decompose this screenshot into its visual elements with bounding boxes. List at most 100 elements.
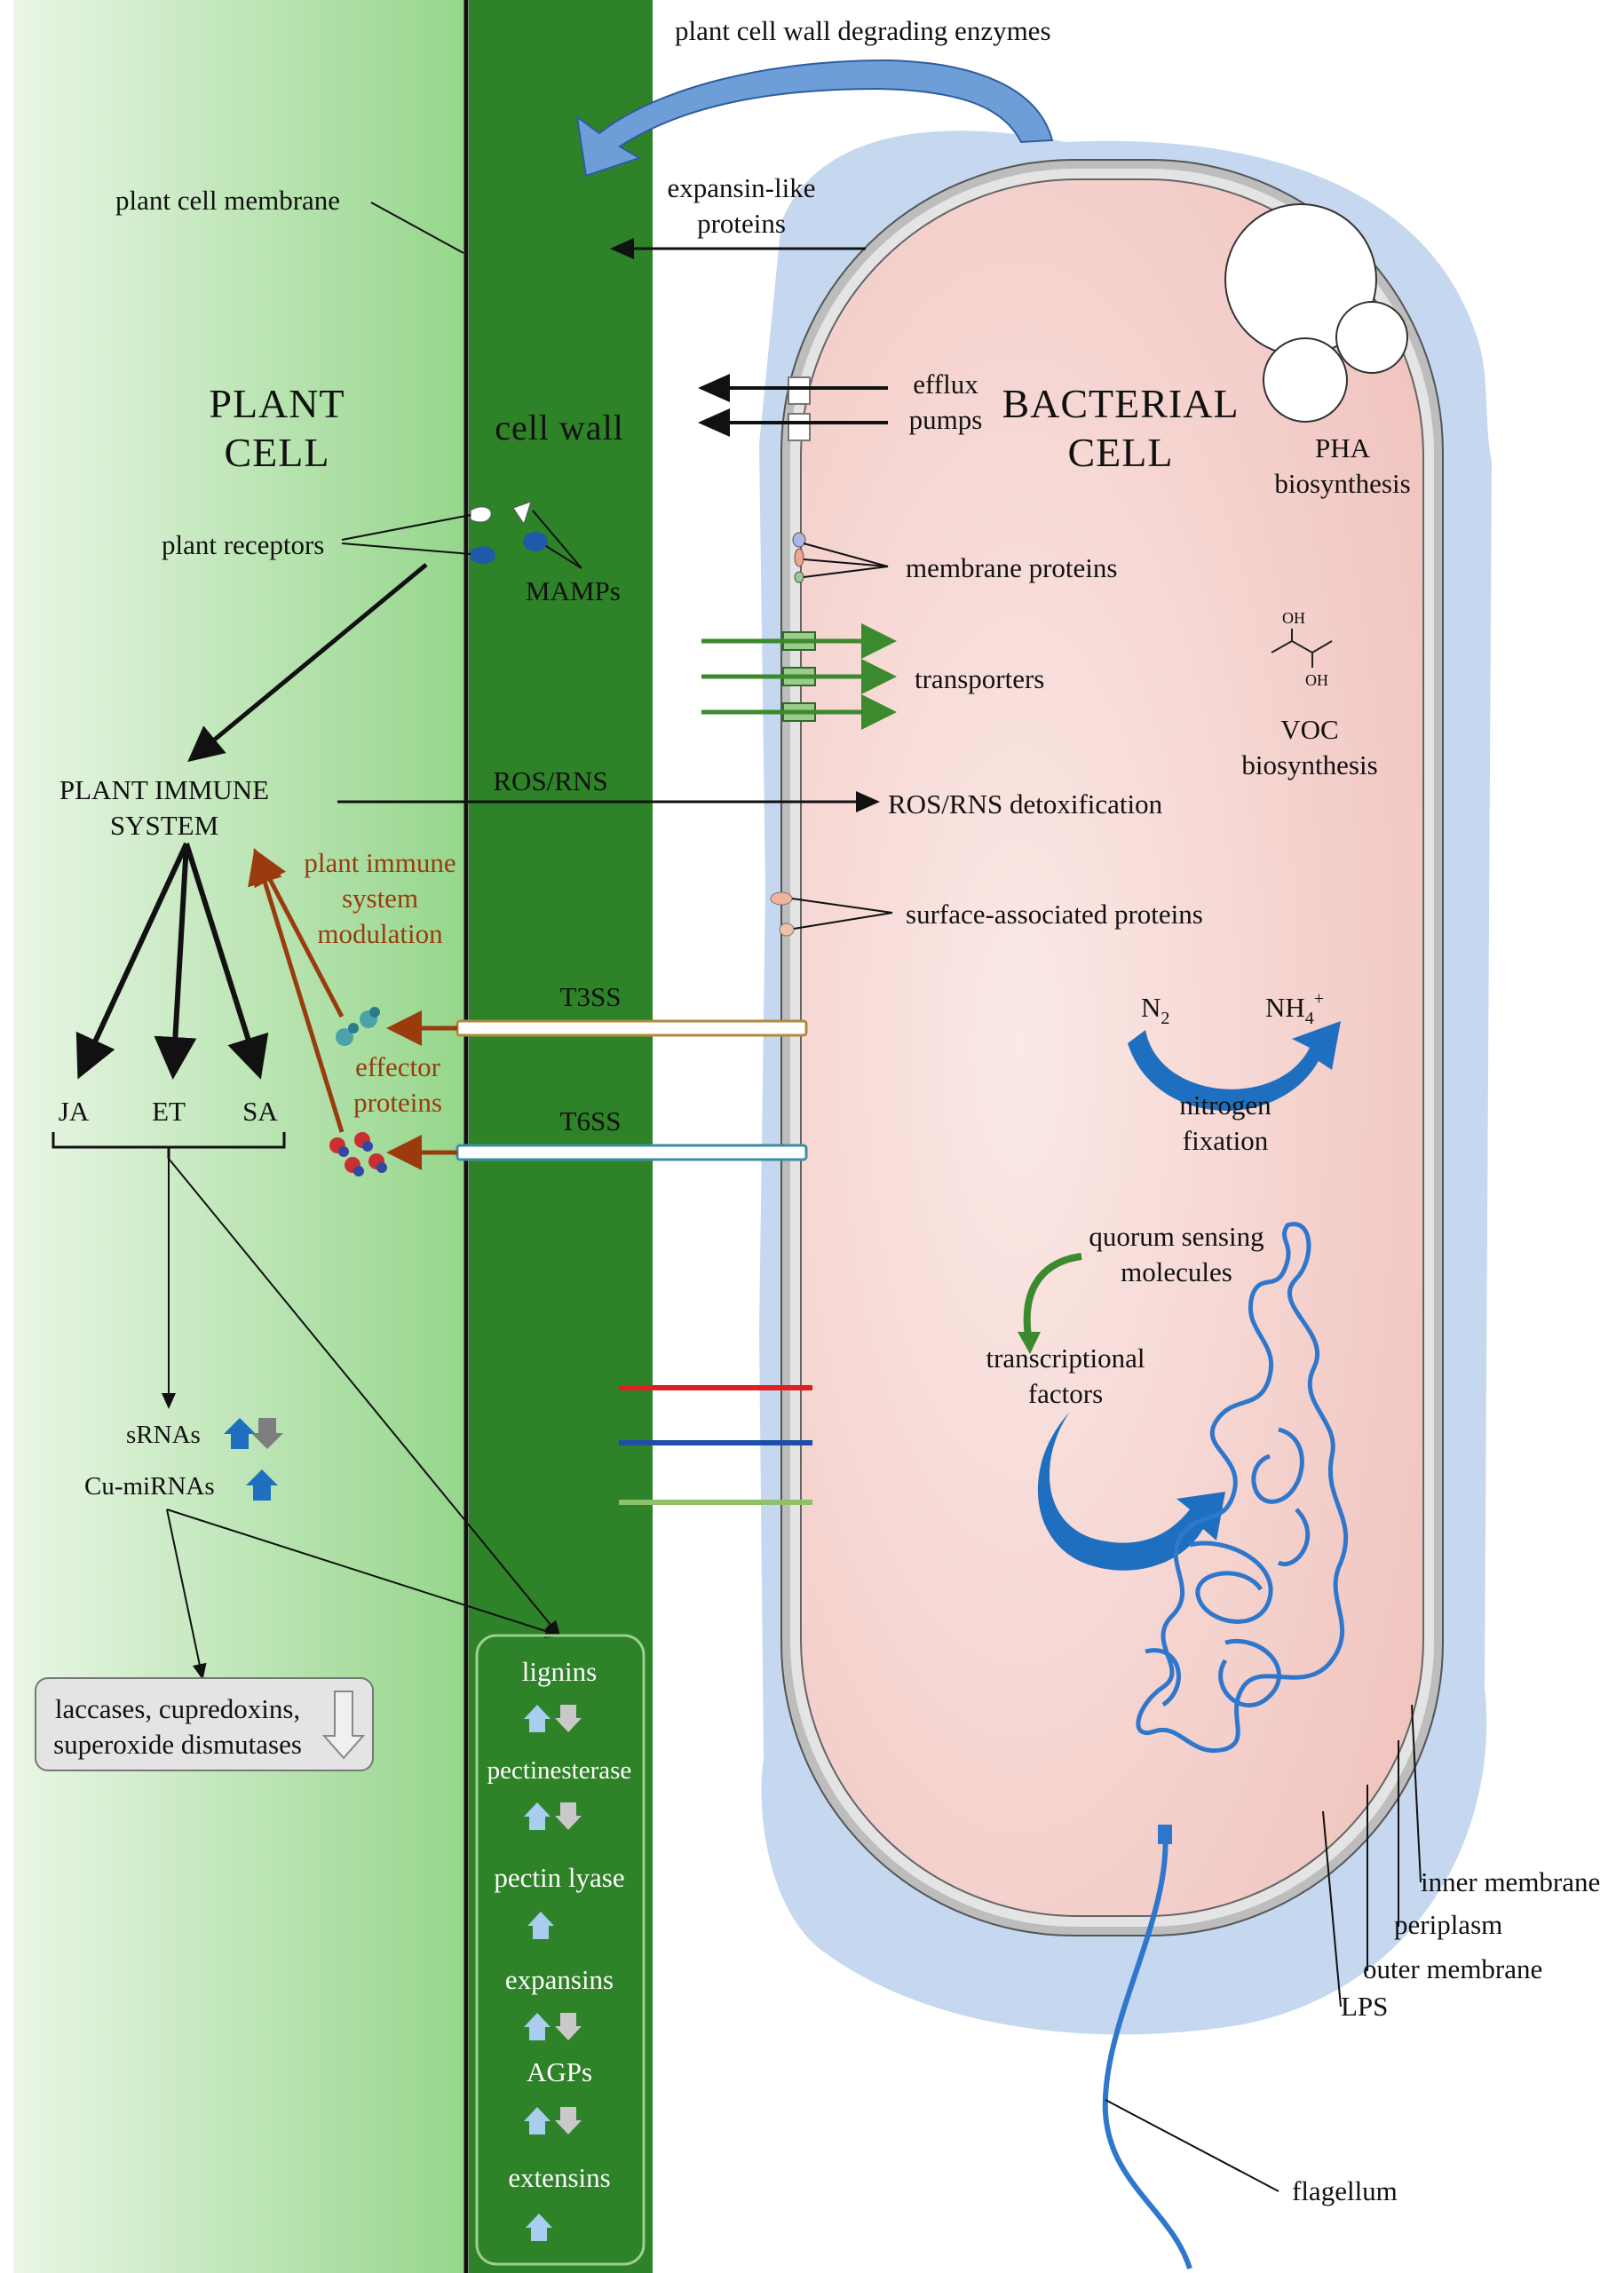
effector-label-1: effector (355, 1051, 440, 1082)
immune-system-label-1: PLANT IMMUNE (59, 774, 269, 805)
hormone-sa: SA (242, 1096, 278, 1127)
bacterial-cell-title-2: CELL (1068, 430, 1174, 475)
voc-label-1: VOC (1280, 714, 1338, 745)
t6ss-tube (456, 1144, 808, 1161)
quorum-sensing-label-1: quorum sensing (1089, 1221, 1264, 1252)
cumirnas-to-wall-arrow (166, 1509, 561, 1638)
membrane-proteins-label: membrane proteins (906, 552, 1117, 583)
flagellum-label: flagellum (1292, 2175, 1398, 2206)
lps-pointer (1322, 1810, 1342, 2008)
plant-receptors-label: plant receptors (162, 529, 324, 560)
lps-label: LPS (1341, 1991, 1388, 2022)
t3ss-label: T3SS (560, 981, 622, 1012)
modulation-label-3: modulation (317, 918, 443, 949)
surface-proteins-label: surface-associated proteins (906, 899, 1203, 930)
voc-oh-bottom: OH (1305, 671, 1328, 689)
wall-component-pectin-lyase: pectin lyase (494, 1862, 624, 1893)
effector-label-2: proteins (353, 1087, 442, 1118)
plant-cell-title-2: CELL (225, 430, 330, 475)
receptors-pointer-1 (341, 514, 471, 541)
transporters-label: transporters (915, 663, 1044, 694)
efflux-pumps (698, 374, 888, 441)
voc-molecule-icon (1271, 629, 1333, 668)
ha-label: HA (696, 1347, 736, 1378)
transporters (701, 623, 897, 730)
hormones-to-wall-arrow (168, 1158, 561, 1637)
quorum-sensing-arrowhead (1018, 1332, 1041, 1354)
cumirnas-label: Cu-miRNAs (84, 1472, 215, 1501)
flagellum-pointer (1105, 2099, 1279, 2192)
mamps-pointer-2 (545, 545, 582, 569)
pili-label: pili (697, 1403, 734, 1434)
t6ss-label: T6SS (560, 1105, 622, 1136)
enzymes-label-1: laccases, cupredoxins, (55, 1693, 300, 1724)
plant-cell-title-1: PLANT (209, 381, 345, 426)
ros-rns-detox-label: ROS/RNS detoxification (888, 788, 1163, 820)
srnas-up-arrow-icon (224, 1418, 256, 1449)
transcriptional-factors-label-2: factors (1028, 1378, 1103, 1409)
voc-oh-top: OH (1282, 609, 1305, 627)
t3ss-effector-proteins-icon (336, 1007, 380, 1046)
lignins-arrows-icon (524, 1705, 582, 1732)
plant-cell-region (13, 0, 466, 2273)
modulation-label-1: plant immune (304, 847, 456, 878)
efflux-label-1: efflux (913, 368, 978, 400)
hormone-ja: JA (59, 1096, 90, 1127)
surface-associated-proteins (770, 891, 893, 937)
mamps-icon (512, 501, 548, 551)
bacterial-cytoplasm (800, 178, 1424, 1917)
nitrogen-label-2: fixation (1183, 1125, 1269, 1156)
srnas-label: sRNAs (126, 1421, 201, 1449)
mamps-pointer-1 (532, 510, 582, 569)
curli-label: curli (691, 1462, 741, 1493)
degrading-enzymes-arrow (575, 59, 1054, 178)
pha-label-2: biosynthesis (1274, 468, 1410, 499)
nh4-label: NH4+ (1265, 989, 1324, 1028)
plant-receptors-icon (470, 506, 495, 565)
t6ss-effector-proteins-icon (329, 1132, 387, 1176)
quorum-sensing-arrow (1023, 1253, 1082, 1337)
membrane-proteins (792, 532, 889, 583)
agps-arrows-icon (524, 2107, 582, 2134)
wall-component-agps: AGPs (527, 2056, 592, 2087)
plant-membrane-label: plant cell membrane (115, 185, 340, 216)
immune-to-sa-arrow (184, 843, 269, 1080)
modulation-arrow-2 (248, 848, 345, 1133)
wall-component-lignins: lignins (522, 1656, 597, 1687)
cumirnas-up-arrow-icon (246, 1469, 278, 1501)
quorum-sensing-label-2: molecules (1121, 1256, 1232, 1287)
expansin-label-2: proteins (697, 208, 786, 239)
ros-rns-label: ROS/RNS (493, 765, 607, 796)
outer-membrane-label: outer membrane (1363, 1953, 1542, 1984)
mamps-label: MAMPs (526, 575, 621, 606)
expansin-label-1: expansin-like (667, 172, 815, 203)
efflux-label-2: pumps (909, 404, 983, 435)
transcriptional-factors-label-1: transcriptional (986, 1342, 1145, 1374)
cell-wall-title: cell wall (495, 408, 624, 447)
extensins-arrow-icon (526, 2214, 552, 2241)
wall-component-extensins: extensins (508, 2162, 610, 2193)
nitrogen-label-1: nitrogen (1179, 1089, 1271, 1121)
periplasm-label: periplasm (1394, 1909, 1502, 1940)
inner-membrane-pointer (1411, 1704, 1422, 1883)
expansins-arrows-icon (524, 2013, 582, 2040)
wall-components-box (475, 1634, 646, 2266)
immune-to-ja-arrow (75, 842, 189, 1080)
immune-to-et-arrow (154, 843, 197, 1080)
cumirnas-to-enzymes-arrow (166, 1509, 207, 1680)
cell-wall-region (469, 0, 653, 2273)
t3ss-tube (456, 1019, 808, 1037)
enzymes-down-arrow-icon (321, 1691, 366, 1760)
nitrogen-fixation-arrow (1128, 1021, 1341, 1111)
pha-granules (1224, 203, 1408, 423)
bacterial-dna-nucleoid (1136, 1222, 1349, 1754)
degrading-enzymes-label: plant cell wall degrading enzymes (675, 15, 1051, 46)
inner-membrane-label: inner membrane (1421, 1866, 1600, 1897)
modulation-label-2: system (342, 883, 418, 914)
wall-component-expansins: expansins (505, 1964, 614, 1995)
pha-label-1: PHA (1315, 432, 1371, 463)
immune-system-label-2: SYSTEM (110, 810, 218, 841)
srnas-down-arrow-icon (251, 1418, 283, 1449)
receptors-pointer-2 (341, 543, 471, 555)
